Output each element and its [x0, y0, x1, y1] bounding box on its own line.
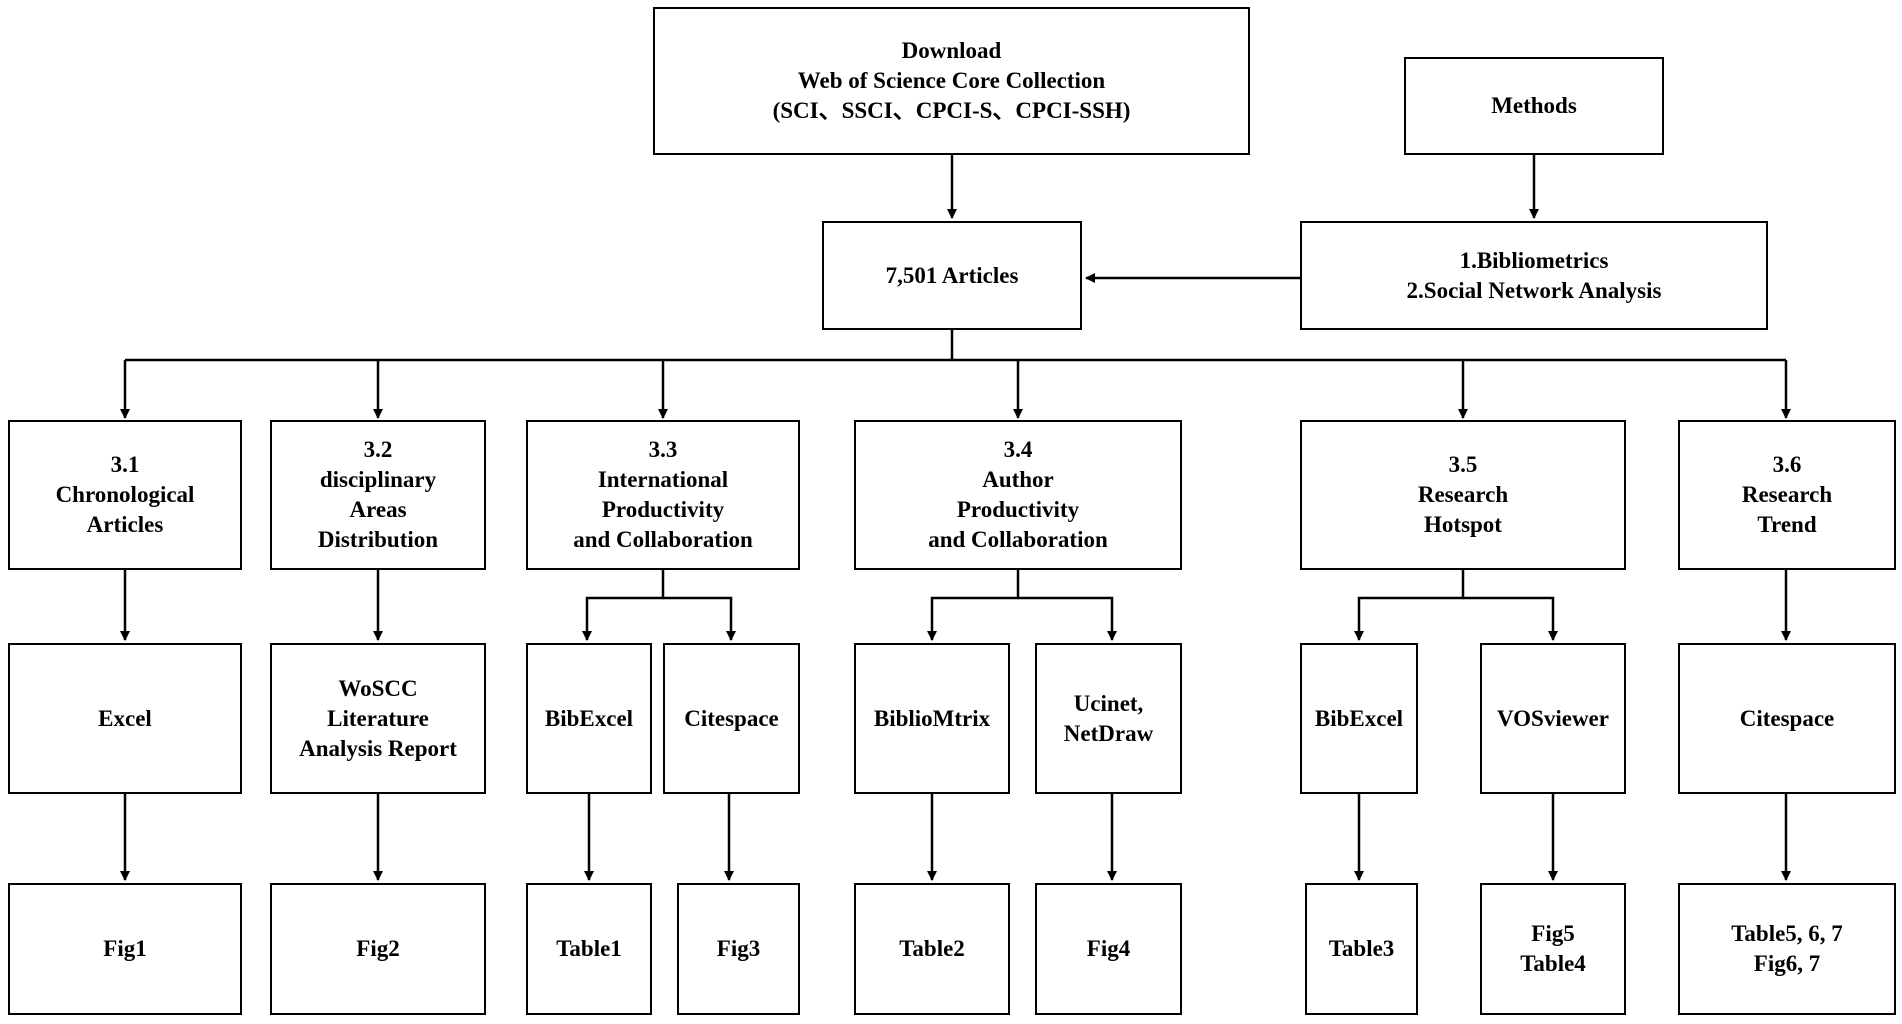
tool-label: Citespace: [1739, 705, 1835, 731]
output-box-fig5-table4: Fig5 Table4: [1480, 883, 1626, 1015]
tool-label: VOSviewer: [1497, 705, 1609, 731]
output-label: Table1: [556, 936, 622, 961]
output-box-table1: Table1: [526, 883, 652, 1015]
output-label: Fig1: [103, 936, 147, 961]
output-label: Table3: [1328, 936, 1395, 961]
tool-label: Citespace: [684, 705, 779, 731]
tool-box-citespace-3-3: Citespace: [663, 643, 800, 794]
tool-label: Ucinet, NetDraw: [1063, 690, 1154, 746]
methods-list-label: 1.Bibliometrics 2.Social Network Analysi…: [1406, 247, 1662, 303]
tool-box-bibexcel-3-5: BibExcel: [1300, 643, 1418, 794]
section-box-3-6: 3.6 Research Trend: [1678, 420, 1896, 570]
section-title: 3.1 Chronological Articles: [55, 452, 195, 537]
download-box: Download Web of Science Core Collection …: [653, 7, 1250, 155]
tool-box-citespace-3-6: Citespace: [1678, 643, 1896, 794]
output-box-fig4: Fig4: [1035, 883, 1182, 1015]
tool-label: Excel: [98, 705, 152, 731]
section-box-3-2: 3.2 disciplinary Areas Distribution: [270, 420, 486, 570]
output-box-fig1: Fig1: [8, 883, 242, 1015]
methods-label: Methods: [1491, 93, 1577, 118]
section-title: 3.6 Research Trend: [1741, 452, 1833, 537]
section-box-3-4: 3.4 Author Productivity and Collaboratio…: [854, 420, 1182, 570]
section-title: 3.5 Research Hotspot: [1417, 452, 1509, 537]
section-box-3-1: 3.1 Chronological Articles: [8, 420, 242, 570]
split-3-3b: [663, 596, 736, 641]
split-3-5: [1354, 570, 1465, 641]
tool-label: BiblioMtrix: [873, 705, 991, 731]
articles-label: 7,501 Articles: [885, 262, 1019, 288]
download-label: Download Web of Science Core Collection …: [772, 38, 1131, 123]
output-label: Table5, 6, 7 Fig6, 7: [1731, 921, 1843, 976]
section-box-3-3: 3.3 International Productivity and Colla…: [526, 420, 800, 570]
output-box-table2: Table2: [854, 883, 1010, 1015]
tool-label: BibExcel: [1314, 705, 1404, 731]
section-title: 3.4 Author Productivity and Collaboratio…: [928, 437, 1108, 552]
tool-box-woscc: WoSCC Literature Analysis Report: [270, 643, 486, 794]
tool-box-ucinet: Ucinet, NetDraw: [1035, 643, 1182, 794]
output-box-table3: Table3: [1305, 883, 1418, 1015]
tool-label: BibExcel: [544, 705, 634, 731]
tool-box-bibliomtrix: BiblioMtrix: [854, 643, 1010, 794]
output-label: Table2: [899, 936, 965, 961]
output-label: Fig4: [1086, 936, 1131, 961]
section-title: 3.2 disciplinary Areas Distribution: [317, 437, 439, 552]
split-3-5b: [1463, 596, 1558, 641]
section-box-3-5: 3.5 Research Hotspot: [1300, 420, 1626, 570]
output-box-fig3: Fig3: [677, 883, 800, 1015]
split-3-4: [927, 570, 1020, 641]
methods-list-box: 1.Bibliometrics 2.Social Network Analysi…: [1300, 221, 1768, 330]
output-label: Fig5 Table4: [1520, 921, 1586, 976]
methods-box: Methods: [1404, 57, 1664, 155]
section-title: 3.3 International Productivity and Colla…: [573, 437, 753, 552]
output-label: Fig3: [716, 936, 761, 961]
articles-box: 7,501 Articles: [822, 221, 1082, 330]
output-label: Fig2: [356, 936, 400, 961]
output-box-fig2: Fig2: [270, 883, 486, 1015]
tool-box-bibexcel-3-3: BibExcel: [526, 643, 652, 794]
tool-box-excel: Excel: [8, 643, 242, 794]
tool-label: WoSCC Literature Analysis Report: [299, 675, 457, 761]
output-box-table5-fig6: Table5, 6, 7 Fig6, 7: [1678, 883, 1896, 1015]
split-3-4b: [1018, 596, 1117, 641]
tool-box-vosviewer: VOSviewer: [1480, 643, 1626, 794]
split-3-3: [582, 570, 665, 641]
